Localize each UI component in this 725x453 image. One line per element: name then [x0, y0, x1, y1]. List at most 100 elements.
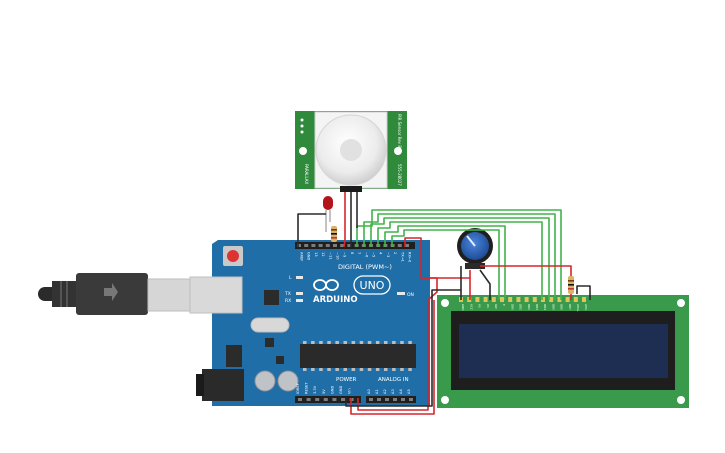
tx-label: TX: [284, 291, 291, 297]
chip-pin: [303, 341, 307, 344]
digital-pin-hole[interactable]: [397, 244, 402, 247]
digital-pin-label: 7: [357, 252, 361, 254]
chip-pin: [359, 341, 364, 344]
lcd-pin[interactable]: [524, 297, 529, 302]
resistor-band: [331, 237, 337, 239]
digital-pin-hole[interactable]: [318, 244, 323, 247]
led-body: [323, 196, 333, 210]
led-resistor[interactable]: [331, 226, 337, 242]
digital-pin-label: 12: [321, 252, 325, 257]
atmega328-chip: [300, 344, 416, 368]
lcd-pin[interactable]: [582, 297, 586, 302]
pir-sensor[interactable]: PARALLAX 555-28027 PIR Sensor Rev B: [295, 111, 407, 192]
wires: [297, 192, 591, 415]
lcd-pin[interactable]: [573, 297, 578, 302]
digital-pin-hole[interactable]: [333, 244, 337, 247]
on-label: ON: [407, 292, 414, 298]
pir-dome-center: [340, 139, 362, 161]
usb-b-port: [189, 276, 243, 314]
power-pin-hole[interactable]: [298, 398, 302, 401]
analog-pin-hole[interactable]: [377, 398, 381, 401]
digital-pin-hole[interactable]: [325, 244, 330, 247]
lcd-pin[interactable]: [557, 297, 562, 302]
wire-gnd: [345, 266, 462, 407]
chip-pin: [359, 368, 364, 371]
power-header[interactable]: [295, 396, 361, 403]
digital-pin-hole[interactable]: [304, 244, 309, 247]
pir-mount-hole-left: [299, 147, 307, 155]
lcd-pin[interactable]: [491, 297, 496, 302]
lcd-pin-label: DB2: [527, 304, 531, 310]
lcd-pin[interactable]: [516, 297, 521, 302]
power-pin-label: 5V: [322, 389, 326, 394]
power-pin-hole[interactable]: [323, 398, 328, 401]
power-pin-hole[interactable]: [332, 398, 337, 401]
wire-green-e: [384, 225, 506, 300]
lcd-pin[interactable]: [541, 297, 545, 302]
chip-pin: [327, 368, 331, 371]
chip-pin: [408, 368, 412, 371]
pot-legs: [465, 263, 485, 269]
power-jack: [202, 369, 244, 401]
pir-left-text: PARALLAX: [304, 164, 309, 185]
power-pin-hole[interactable]: [341, 398, 345, 401]
uno-text: UNO: [360, 279, 385, 292]
analog-pin-hole[interactable]: [369, 398, 373, 401]
digital-pin-hole[interactable]: [311, 244, 316, 247]
power-pin-label: IOREF: [296, 383, 300, 394]
digital-pin-hole[interactable]: [340, 244, 345, 247]
lcd-pin[interactable]: [532, 297, 537, 302]
lcd-pin-label: DB4: [543, 304, 547, 310]
rx-led: [296, 299, 303, 302]
analog-pin-hole[interactable]: [385, 398, 389, 401]
potentiometer[interactable]: [457, 228, 493, 269]
lcd-pin-label: DB3: [535, 304, 539, 310]
wire-led-gnd: [297, 213, 326, 247]
analog-pin-hole[interactable]: [409, 398, 413, 401]
usb-cable[interactable]: [38, 273, 191, 315]
pir-dot: [300, 124, 304, 128]
digital-pin-label: ~9: [343, 252, 347, 258]
analog-pin-hole[interactable]: [401, 398, 405, 401]
lcd-pin[interactable]: [500, 297, 504, 302]
lcd-pin[interactable]: [549, 297, 554, 302]
chip-pin: [311, 341, 315, 344]
analog-header[interactable]: [366, 396, 416, 403]
lcd-pin[interactable]: [475, 297, 480, 302]
backlight-resistor[interactable]: [568, 276, 574, 294]
rx-label: RX: [285, 298, 291, 304]
digital-pin-label: GND: [307, 252, 311, 260]
lcd-pin[interactable]: [508, 297, 513, 302]
resistor-band: [568, 288, 574, 290]
digital-pin-label: ~5: [372, 252, 376, 257]
chip-pin: [400, 341, 404, 344]
lcd-pin[interactable]: [483, 297, 488, 302]
analog-pin-hole[interactable]: [393, 398, 397, 401]
power-pin-hole[interactable]: [306, 398, 311, 401]
lcd-mount-hole: [441, 299, 449, 307]
reset-button[interactable]: [227, 250, 239, 262]
chip-pin: [303, 368, 307, 371]
wire-5v: [357, 237, 438, 411]
chip-pin: [384, 341, 388, 344]
lcd-pin[interactable]: [565, 297, 570, 302]
digital-pin-hole[interactable]: [297, 244, 301, 247]
digital-pin-hole[interactable]: [405, 244, 409, 247]
power-label: POWER: [336, 377, 357, 383]
usb-plug-metal: [147, 278, 191, 312]
arduino-infinity-icon: [313, 279, 339, 291]
digital-pin-hole[interactable]: [347, 244, 352, 247]
capacitor-left: [254, 370, 276, 392]
lcd-pin-label: DB5: [551, 304, 555, 310]
wire-green-d7: [356, 209, 562, 300]
analog-pin-label: A3: [391, 389, 395, 394]
l-label: L: [289, 275, 292, 281]
power-pin-hole[interactable]: [315, 398, 320, 401]
chip-pin: [400, 368, 404, 371]
lcd-mount-hole: [677, 396, 685, 404]
